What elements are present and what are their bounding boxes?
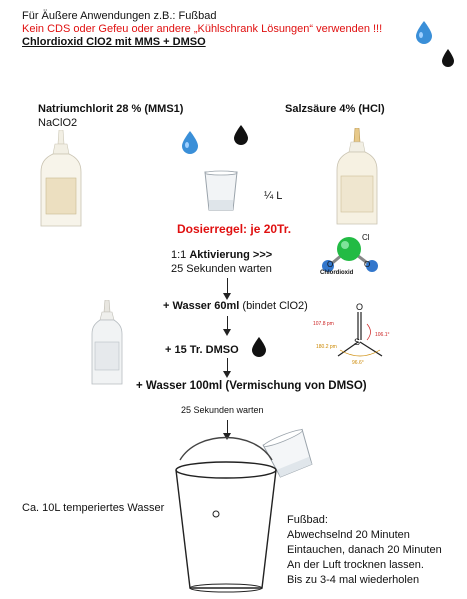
flow-arrow — [223, 278, 231, 300]
dmso-o-label: O — [356, 302, 364, 312]
hydrochloric-acid-title: Salzsäure 4% (HCl) — [285, 103, 385, 115]
glass-volume-label: ¼ L — [264, 190, 283, 202]
dmso-angle-label-2: 106.1° — [375, 332, 390, 338]
sodium-chlorite-title: Natriumchlorit 28 % (MMS1) — [38, 103, 184, 115]
dmso-angle-label-1: 107.8 pm — [313, 321, 334, 327]
activation-ratio: 1:1 — [171, 249, 190, 261]
clo2-o-label-1: O — [327, 260, 334, 269]
dmso-angle-label-4: 96.6° — [352, 360, 364, 366]
sodium-chlorite-formula: NaClO2 — [38, 117, 78, 129]
header-line-1: Für Äußere Anwendungen z.B.: Fußbad — [22, 10, 217, 22]
water-drop-icon — [182, 131, 198, 154]
clo2-o-label-2: O — [364, 260, 371, 269]
dmso-s-label: S — [354, 337, 361, 347]
water-60-step: + Wasser 60ml (bindet ClO2) — [163, 300, 308, 313]
clo2-name-label: Chlordioxid — [320, 270, 354, 276]
water-60-note: (bindet ClO2) — [239, 300, 308, 312]
wait-step-1: 25 Sekunden warten — [171, 263, 272, 275]
footbath-title: Fußbad: — [287, 514, 328, 526]
tilted-glass-image — [262, 428, 313, 478]
chlorine-dioxide-molecule-image — [322, 237, 378, 272]
wait-step-2: 25 Sekunden warten — [181, 405, 264, 415]
activation-label: Aktivierung >>> — [189, 249, 273, 261]
hcl-bottle-image — [336, 128, 378, 225]
footbath-line: An der Luft trocknen lassen. — [287, 559, 424, 571]
water-100-step: + Wasser 100ml (Vermischung von DMSO) — [136, 380, 367, 392]
bucket-label: Ca. 10L temperiertes Wasser — [22, 502, 165, 514]
mms1-bottle-image — [40, 130, 82, 227]
clo2-cl-label: Cl — [362, 233, 370, 242]
footbath-line: Bis zu 3-4 mal wiederholen — [287, 574, 420, 586]
dose-rule: Dosierregel: je 20Tr. — [177, 222, 292, 236]
footbath-line: Abwechselnd 20 Minuten — [287, 529, 410, 541]
shot-glass-image — [204, 170, 238, 211]
water-drop-icon — [416, 21, 432, 44]
flow-arrow — [223, 316, 231, 336]
water-60-label: + Wasser 60ml — [163, 300, 240, 312]
dmso-molecule-image — [337, 312, 383, 357]
flow-arrow — [223, 358, 231, 378]
dmso-step: + 15 Tr. DMSO — [165, 344, 239, 356]
footbath-line: Eintauchen, danach 20 Minuten — [287, 544, 442, 556]
dmso-angle-label-3: 180.2 pm — [316, 344, 337, 350]
dmso-bottle-image — [91, 300, 123, 385]
warning-line: Kein CDS oder Gefeu oder andere „Kühlsch… — [22, 23, 383, 35]
flow-arrow — [223, 420, 231, 440]
bucket-image — [175, 436, 277, 593]
black-drop-icon — [252, 337, 266, 357]
black-drop-icon — [234, 125, 248, 145]
black-drop-icon — [442, 49, 454, 67]
title-line: Chlordioxid ClO2 mit MMS + DMSO — [22, 36, 206, 48]
activation-step: 1:1 Aktivierung >>> — [171, 249, 272, 262]
